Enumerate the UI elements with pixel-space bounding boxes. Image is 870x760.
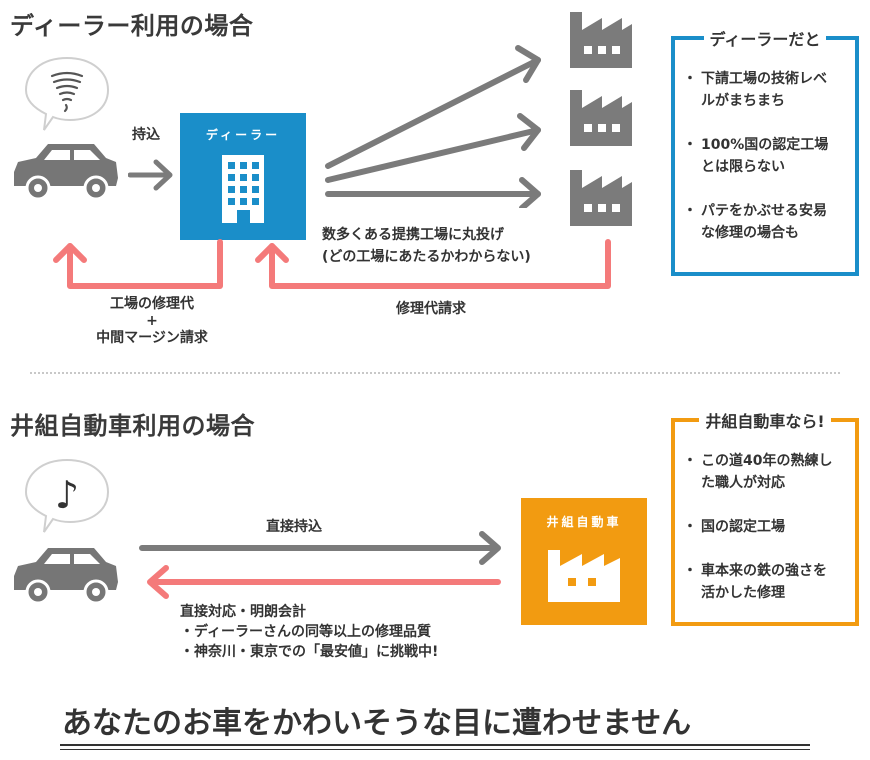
thought-bubble xyxy=(24,56,110,131)
margin-line2: + xyxy=(146,313,158,329)
dealer-info-title: ディーラーだと xyxy=(703,30,827,49)
izumi-response-note: 直接対応・明朗会計 ・ディーラーさんの同等以上の修理品質 ・神奈川・東京での「最… xyxy=(180,602,438,662)
direct-bring-in-label: 直接持込 xyxy=(266,519,322,535)
response-line1: 直接対応・明朗会計 xyxy=(180,604,306,620)
izumi-factory-label: 井組自動車 xyxy=(546,515,622,529)
outsourcing-note: 数多くある提携工場に丸投げ (どの工場にあたるかわからない) xyxy=(322,224,531,268)
outsourcing-line1: 数多くある提携工場に丸投げ xyxy=(322,227,504,243)
margin-line1: 工場の修理代 xyxy=(110,296,194,312)
response-line2: ・ディーラーさんの同等以上の修理品質 xyxy=(180,624,432,640)
list-item: 国の認定工場 xyxy=(683,516,855,538)
thought-bubble: ♪ xyxy=(24,458,110,533)
factory-icon xyxy=(570,170,632,226)
tornado-icon xyxy=(50,71,84,113)
factory-icon xyxy=(570,12,632,68)
slogan-underline xyxy=(60,744,810,750)
factory-icon xyxy=(548,550,620,602)
factory-icon xyxy=(570,90,632,146)
billing-arrows xyxy=(53,239,611,289)
response-line3: ・神奈川・東京での「最安値」に挑戦中! xyxy=(180,644,439,660)
car-icon xyxy=(14,144,118,201)
izumi-factory: 井組自動車 xyxy=(521,498,647,625)
outsourcing-arrows xyxy=(325,45,541,208)
repair-fee-claim-label: 修理代請求 xyxy=(396,301,466,317)
dealer-section-heading: ディーラー利用の場合 xyxy=(10,12,254,40)
music-note-icon: ♪ xyxy=(55,473,79,517)
section-divider xyxy=(30,372,840,374)
direct-arrows xyxy=(139,531,501,599)
dealer-building: ディーラー xyxy=(180,113,306,240)
building-icon xyxy=(222,155,264,223)
bring-in-arrow xyxy=(128,159,173,191)
slogan: あなたのお車をかわいそうな目に遭わせません xyxy=(62,706,692,741)
margin-line3: 中間マージン請求 xyxy=(96,330,208,346)
bring-in-label: 持込 xyxy=(132,127,160,143)
izumi-info-title: 井組自動車なら! xyxy=(699,412,831,431)
izumi-section-heading: 井組自動車利用の場合 xyxy=(10,412,255,440)
outsourcing-line2: (どの工場にあたるかわからない) xyxy=(322,249,531,265)
car-icon xyxy=(14,548,118,605)
dealer-building-label: ディーラー xyxy=(205,128,281,142)
margin-claim-note: 工場の修理代 + 中間マージン請求 xyxy=(70,296,234,347)
